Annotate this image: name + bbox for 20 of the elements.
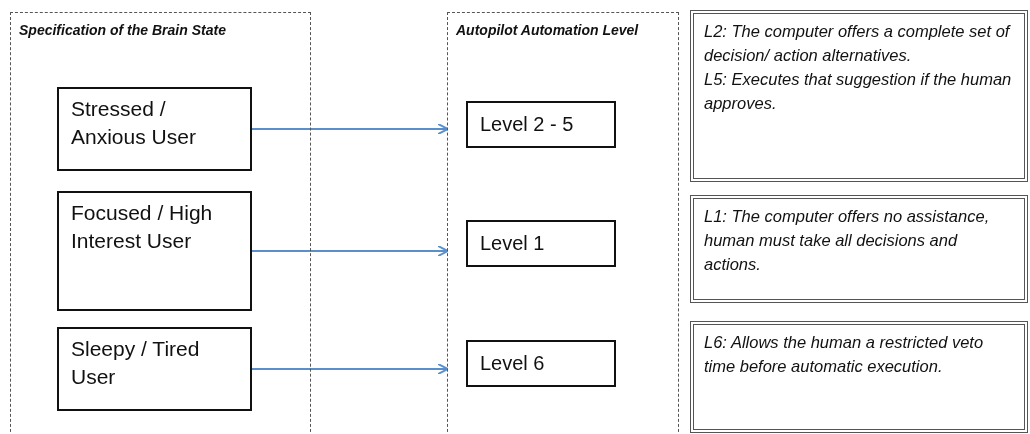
arrow xyxy=(251,363,449,375)
level-description: L2: The computer offers a complete set of decision/ action alternatives. xyxy=(704,21,1012,66)
description-box xyxy=(690,10,1028,182)
level-description: L6: Allows the human a restricted veto time before automatic execution. xyxy=(704,332,985,377)
description-box xyxy=(690,321,1028,433)
arrow xyxy=(251,123,449,135)
level-description: L5: Executes that suggestion if the human approves. xyxy=(704,69,1013,114)
column-heading: Autopilot Automation Level xyxy=(456,21,640,39)
level-box: Level 6 xyxy=(466,340,616,387)
state-box: Sleepy / Tired User xyxy=(57,327,252,411)
column-panel xyxy=(447,12,679,434)
level-box: Level 1 xyxy=(466,220,616,267)
state-box: Focused / High Interest User xyxy=(57,191,252,311)
column-panel xyxy=(10,12,311,434)
level-box: Level 2 - 5 xyxy=(466,101,616,148)
level-description: L1: The computer offers no assistance, human must take all decisions and actions. xyxy=(704,206,991,275)
description-box xyxy=(690,195,1028,303)
arrow xyxy=(251,245,449,257)
state-box: Stressed / Anxious User xyxy=(57,87,252,171)
column-heading: Specification of the Brain State xyxy=(19,21,227,39)
